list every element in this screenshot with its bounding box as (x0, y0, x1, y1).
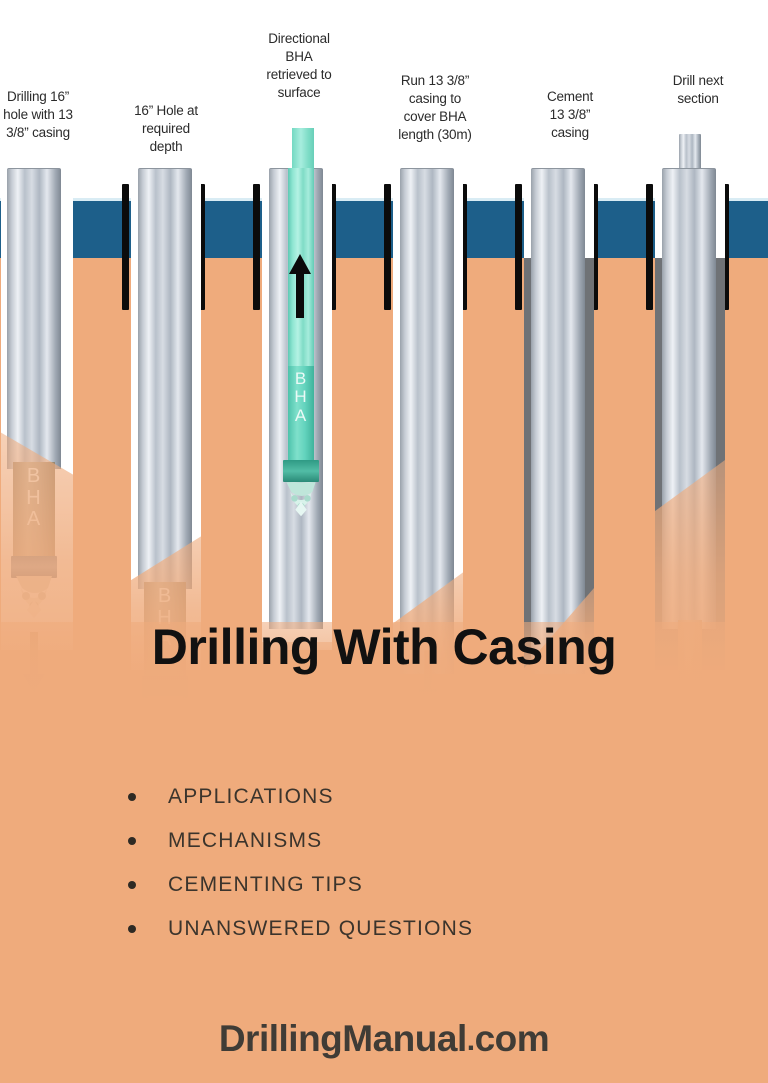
page-title: Drilling With Casing (151, 619, 617, 675)
retrieved-bha-stickup-3 (292, 128, 314, 170)
bullet-dot-icon (128, 837, 136, 845)
casing-pipe-1 (7, 168, 61, 469)
list-item-label: UNANSWERED QUESTIONS (168, 917, 474, 940)
bha-letter-h: H (294, 387, 308, 407)
bullet-dot-icon (128, 925, 136, 933)
casing-pipe-4 (400, 168, 454, 674)
bha-letter-b: B (157, 585, 173, 607)
conductor-bar-left-3 (253, 184, 260, 310)
conductor-bar-left-4 (384, 184, 391, 310)
caption-step-2: 16” Hole at required depth (134, 103, 198, 154)
list-item: APPLICATIONS (128, 775, 473, 819)
drill-bit-icon-3 (284, 480, 318, 520)
caption-step-4: Run 13 3/8” casing to cover BHA length (… (398, 73, 472, 142)
casing-pipe-2 (138, 168, 192, 589)
caption-step-5: Cement 13 3/8” casing (546, 89, 594, 140)
caption-step-1: Drilling 16” hole with 13 3/8” casing (3, 89, 73, 140)
conductor-bar-right-3 (329, 184, 336, 310)
bullet-dot-icon (128, 793, 136, 801)
footer-brand[interactable]: DrillingManual.com (0, 1018, 768, 1060)
sky-band (0, 0, 768, 201)
footer-brand-tld: com (474, 1018, 550, 1059)
stabilizer-2 (142, 676, 188, 698)
bullet-dot-icon (128, 881, 136, 889)
bha-letter-a: A (26, 508, 42, 531)
caption-step-3: Directional BHA retrieved to surface (266, 31, 332, 100)
bha-letter-b: B (26, 465, 42, 487)
list-item: CEMENTING TIPS (128, 863, 473, 907)
list-item-label: APPLICATIONS (168, 785, 334, 808)
casing-pipe-6 (662, 168, 716, 629)
drill-bit-icon-1 (13, 576, 55, 620)
casing-pipe-5 (531, 168, 585, 674)
conductor-bar-left-5 (515, 184, 522, 310)
conductor-bar-right-4 (460, 184, 467, 310)
footer-brand-name: DrillingManual (218, 1018, 467, 1059)
stabilizer-1 (11, 556, 57, 578)
caption-step-6: Drill next section (672, 73, 724, 106)
bha-tool-3: B H A (288, 366, 314, 462)
retrieval-direction-arrow-up-3 (286, 254, 314, 323)
footer-dot-separator: . (466, 1024, 475, 1058)
list-item: UNANSWERED QUESTIONS (128, 907, 473, 951)
drillstring-stickup-6 (679, 134, 701, 174)
topic-list: APPLICATIONS MECHANISMS CEMENTING TIPS U… (128, 775, 473, 951)
bha-tool-1: B H A (13, 462, 55, 558)
list-item: MECHANISMS (128, 819, 473, 863)
bha-letter-a: A (294, 405, 308, 425)
bha-letter-h: H (26, 486, 42, 509)
bha-letter-b: B (294, 369, 308, 388)
conductor-bar-left-2 (122, 184, 129, 310)
list-item-label: CEMENTING TIPS (168, 873, 363, 896)
conductor-bar-right-2 (198, 184, 205, 310)
conductor-bar-right-6 (722, 184, 729, 310)
stabilizer-3 (283, 460, 319, 482)
lower-sand-fill (0, 700, 768, 1083)
conductor-bar-left-6 (646, 184, 653, 310)
conductor-bar-right-5 (591, 184, 598, 310)
list-item-label: MECHANISMS (168, 829, 323, 852)
